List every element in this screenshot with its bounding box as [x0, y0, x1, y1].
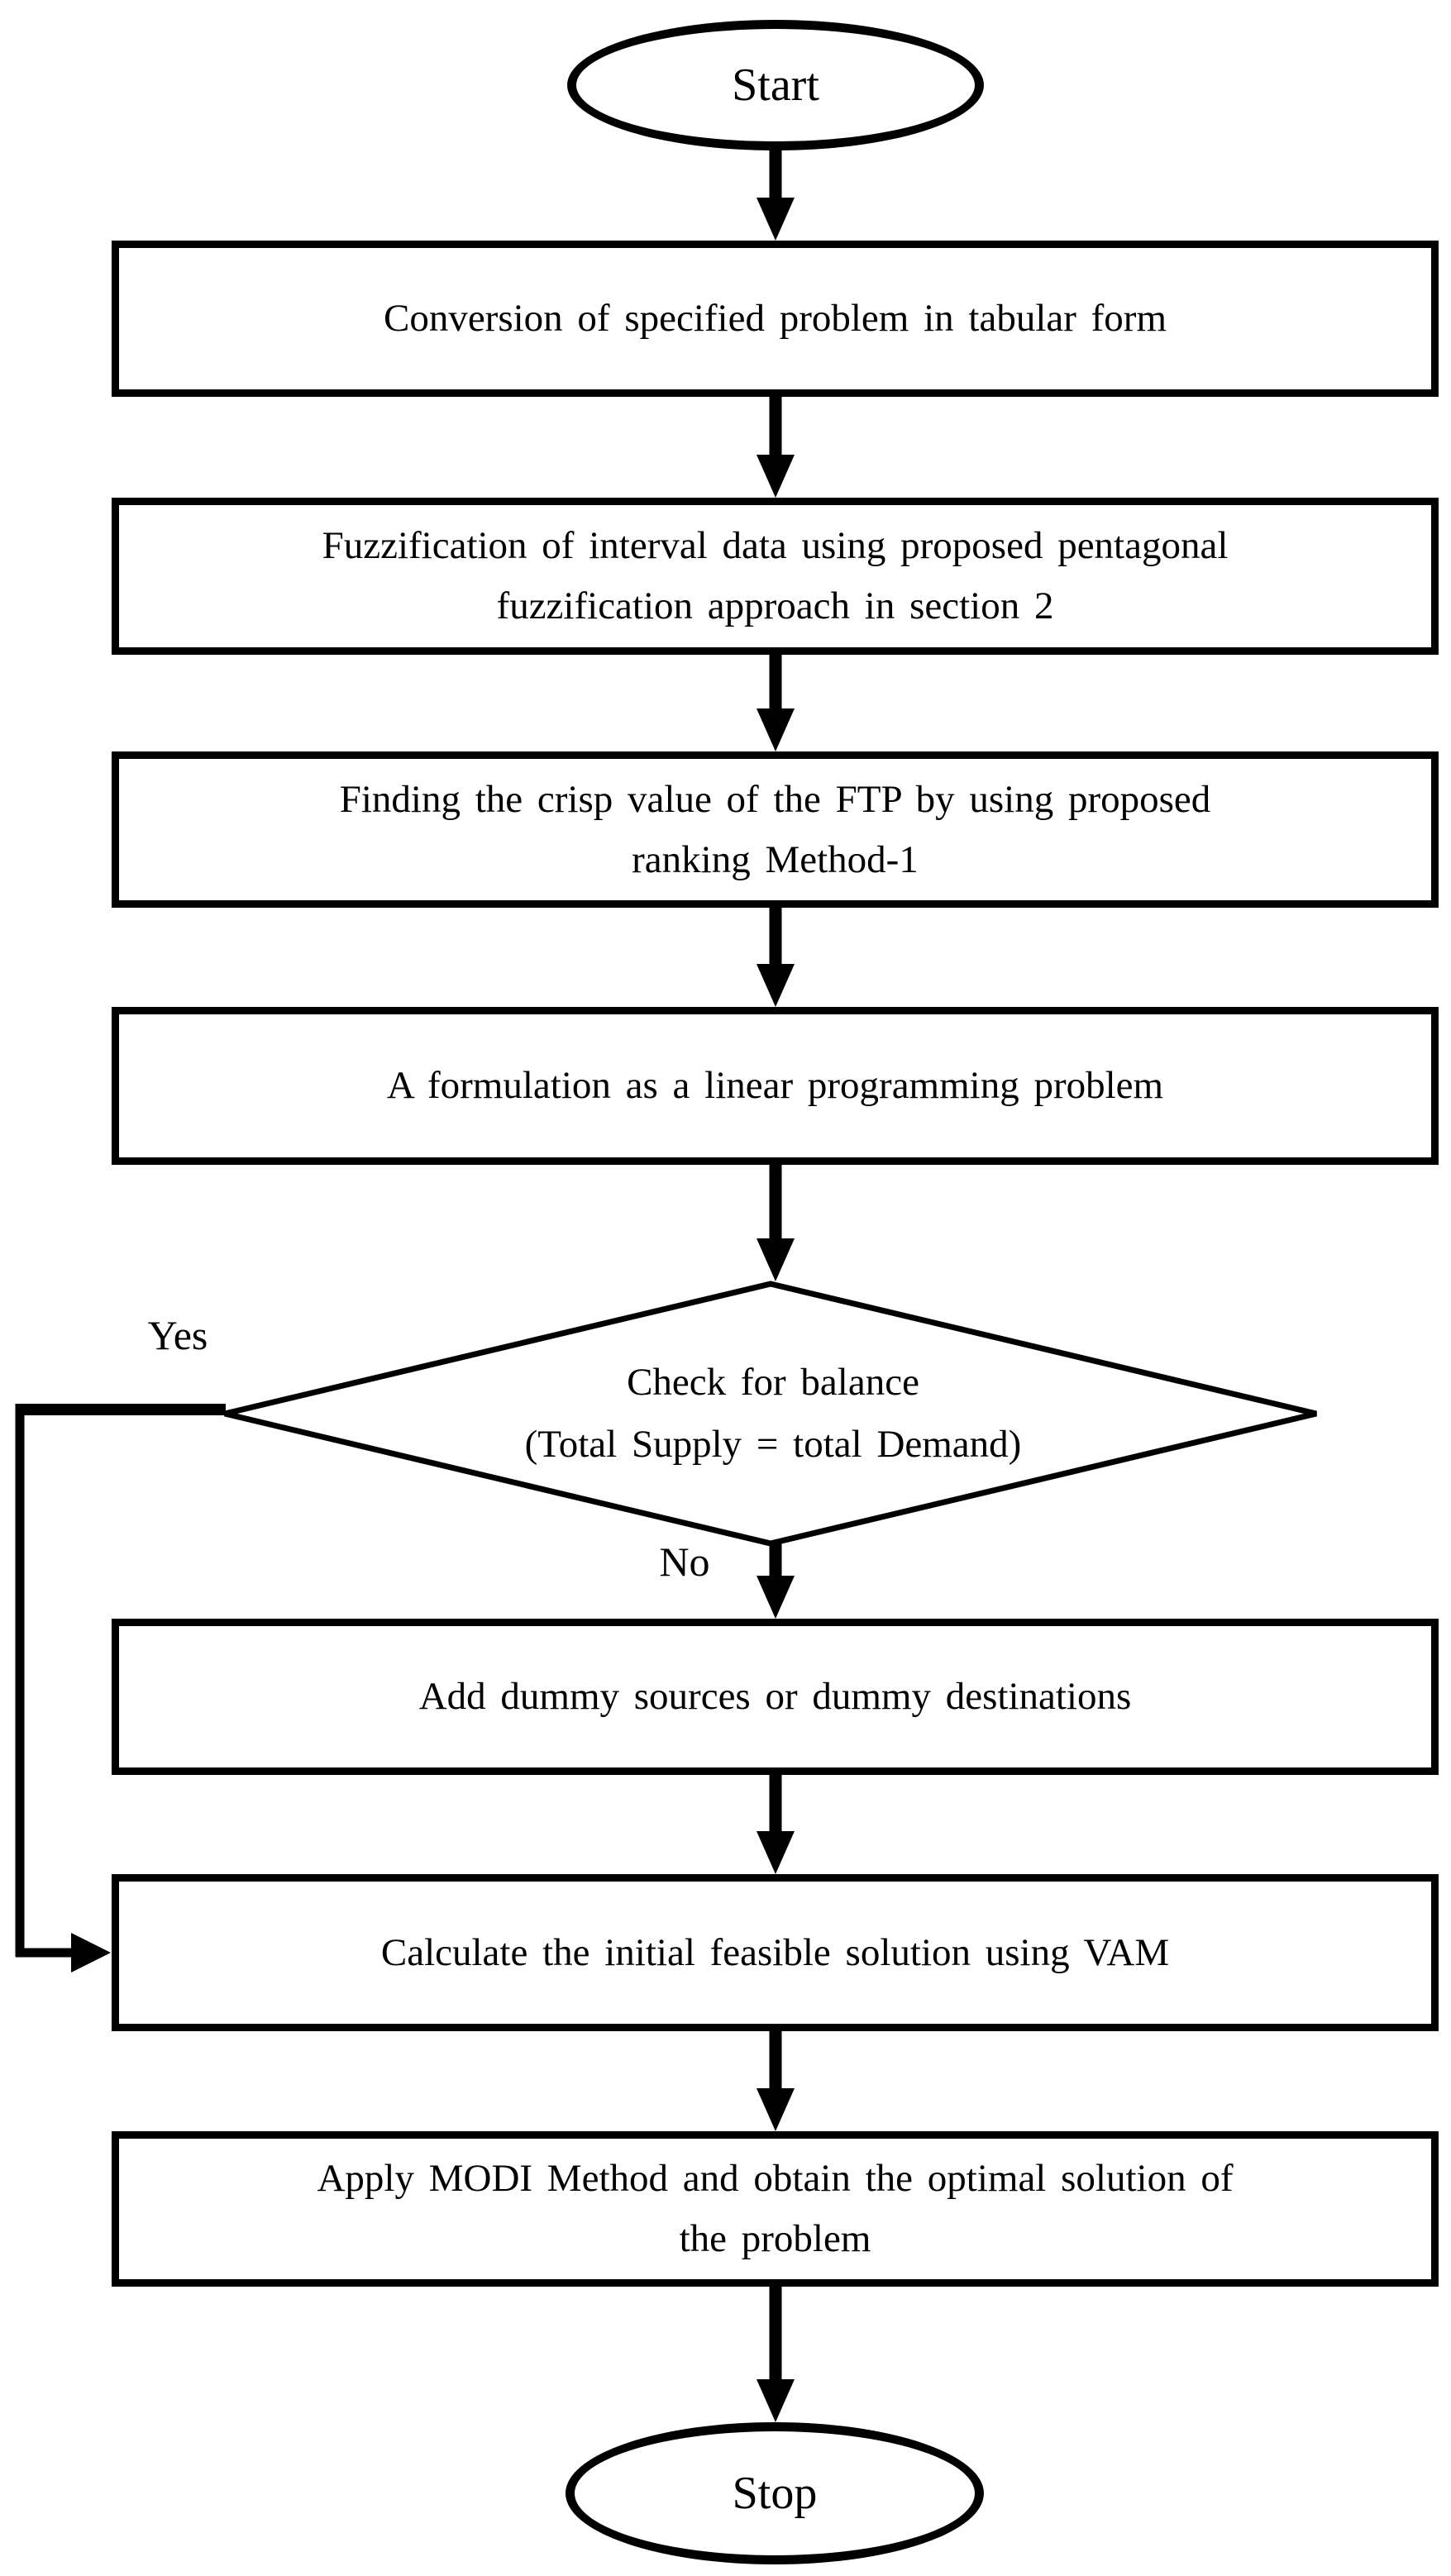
node-crisp-value-label-line-2: ranking Method-1 [632, 837, 919, 881]
connector-start-to-tabular-form [757, 149, 795, 241]
node-add-dummy-label: Add dummy sources or dummy destinations [418, 1675, 1132, 1719]
node-modi-label-line-2: the problem [679, 2217, 871, 2260]
node-modi: Apply MODI Method and obtain the optimal… [112, 2131, 1439, 2287]
node-tabular-form: Conversion of specified problem in tabul… [112, 241, 1439, 397]
connector-lp-formulation-to-balance-check [757, 1163, 795, 1281]
node-vam-label: Calculate the initial feasible solution … [380, 1930, 1170, 1974]
branch-label-yes: Yes [147, 1312, 208, 1358]
node-vam: Calculate the initial feasible solution … [112, 1874, 1439, 2031]
node-fuzzification: Fuzzification of interval data using pro… [112, 498, 1439, 655]
branch-label-no: No [659, 1538, 710, 1585]
node-lp-formulation-label: A formulation as a linear programming pr… [386, 1064, 1164, 1108]
decision-diamond-shape [224, 1281, 1317, 1547]
node-fuzzification-label-line-2: fuzzification approach in section 2 [496, 584, 1054, 627]
node-add-dummy: Add dummy sources or dummy destinations [112, 1619, 1439, 1775]
connector-tabular-form-to-fuzzification [757, 395, 795, 498]
node-crisp-value-label-line-1: Finding the crisp value of the FTP by us… [339, 777, 1211, 821]
connector-modi-to-stop [757, 2285, 795, 2422]
node-lp-formulation: A formulation as a linear programming pr… [112, 1007, 1439, 1165]
node-stop-label: Stop [732, 2468, 818, 2519]
node-stop: Stop [566, 2422, 984, 2564]
node-crisp-value: Finding the crisp value of the FTP by us… [112, 751, 1439, 908]
connector-add-dummy-to-vam [757, 1773, 795, 1874]
connector-balance-check-no-to-add-dummy [757, 1539, 795, 1619]
node-balance-check-label-line-1: Check for balance [627, 1360, 919, 1404]
node-fuzzification-label-line-1: Fuzzification of interval data using pro… [322, 524, 1229, 568]
connector-crisp-value-to-lp-formulation [757, 906, 795, 1007]
node-modi-label-line-1: Apply MODI Method and obtain the optimal… [317, 2157, 1234, 2201]
node-start: Start [567, 20, 984, 150]
node-balance-check: Check for balance (Total Supply = total … [231, 1281, 1315, 1546]
node-start-label: Start [732, 60, 819, 111]
node-balance-check-label-line-2: (Total Supply = total Demand) [524, 1423, 1022, 1466]
connector-vam-to-modi [757, 2030, 795, 2131]
connector-fuzzification-to-crisp-value [757, 653, 795, 751]
node-tabular-form-label: Conversion of specified problem in tabul… [383, 297, 1167, 341]
